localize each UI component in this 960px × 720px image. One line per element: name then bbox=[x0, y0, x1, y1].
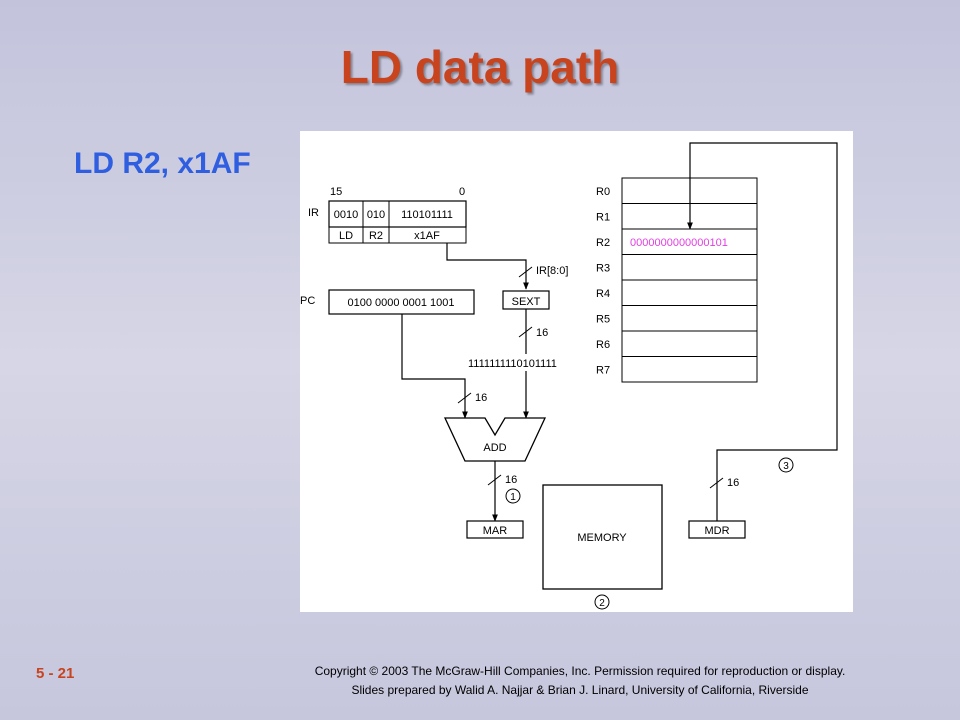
mdr-width-label: 16 bbox=[727, 477, 739, 489]
register-cell-r7 bbox=[621, 356, 758, 383]
register-cell-r4 bbox=[621, 279, 758, 306]
ir-field-labels-box bbox=[328, 226, 467, 244]
ir-field-dr: 010 bbox=[367, 209, 385, 221]
datapath-diagram: 15 0 IR 0010 010 110101111 LD R2 x1AF IR… bbox=[300, 131, 853, 612]
mdr-to-regfile-wire bbox=[687, 142, 838, 521]
step-1-label: 1 bbox=[510, 492, 516, 503]
ir-bit-high: 15 bbox=[330, 186, 342, 198]
add-unit bbox=[443, 417, 547, 462]
ir-label-r2: R2 bbox=[369, 230, 383, 242]
register-cell-r5 bbox=[621, 305, 758, 332]
sext-output-value: 1111111110101111 bbox=[468, 358, 557, 370]
register-name-r3: R3 bbox=[596, 262, 610, 274]
mdr-label: MDR bbox=[704, 525, 729, 537]
page-number: 5 - 21 bbox=[36, 665, 75, 682]
datapath-svg: 15 0 IR 0010 010 110101111 LD R2 x1AF IR… bbox=[300, 142, 838, 610]
ir-bus-label: IR[8:0] bbox=[536, 265, 568, 277]
pc-value: 0100 0000 0001 1001 bbox=[347, 297, 454, 309]
copyright-text: Copyright © 2003 The McGraw-Hill Compani… bbox=[314, 664, 846, 678]
pc-label: PC bbox=[300, 295, 315, 307]
register-cell-r3 bbox=[621, 254, 758, 281]
add-width-label: 16 bbox=[505, 474, 517, 486]
mar-label: MAR bbox=[483, 525, 508, 537]
mar-box bbox=[466, 520, 524, 539]
step-1-badge bbox=[505, 488, 521, 504]
step-2-label: 2 bbox=[599, 598, 605, 609]
add-label: ADD bbox=[483, 442, 506, 454]
pc-width-label: 16 bbox=[475, 392, 487, 404]
ir-bit-low: 0 bbox=[459, 186, 465, 198]
ir-label-x1af: x1AF bbox=[414, 230, 440, 242]
step-3-label: 3 bbox=[783, 461, 789, 472]
instruction-text: LD R2, x1AF bbox=[74, 147, 251, 180]
step-2-badge bbox=[594, 594, 610, 610]
register-name-r2: R2 bbox=[596, 237, 610, 249]
register-name-r4: R4 bbox=[596, 288, 610, 300]
memory-label: MEMORY bbox=[577, 532, 627, 544]
ir-to-sext-wire bbox=[446, 243, 529, 290]
register-value-r2: 0000000000000101 bbox=[630, 237, 728, 249]
slide-title: LD data path bbox=[340, 41, 620, 93]
step-3-badge bbox=[778, 457, 794, 473]
register-name-r0: R0 bbox=[596, 186, 610, 198]
ir-field-offset: 110101111 bbox=[401, 209, 453, 221]
register-cell-r6 bbox=[621, 330, 758, 357]
ir-field-opcode: 0010 bbox=[334, 209, 358, 221]
sext-width-label: 16 bbox=[536, 327, 548, 339]
sext-label: SEXT bbox=[512, 296, 541, 308]
memory-box bbox=[542, 484, 663, 590]
pc-to-add-wire bbox=[401, 314, 468, 419]
credits-text: Slides prepared by Walid A. Najjar & Bri… bbox=[351, 683, 809, 697]
register-name-r6: R6 bbox=[596, 339, 610, 351]
register-name-r7: R7 bbox=[596, 364, 610, 376]
register-name-r5: R5 bbox=[596, 313, 610, 325]
ir-label-ld: LD bbox=[339, 230, 353, 242]
register-name-r1: R1 bbox=[596, 211, 610, 223]
ir-label: IR bbox=[308, 207, 319, 219]
